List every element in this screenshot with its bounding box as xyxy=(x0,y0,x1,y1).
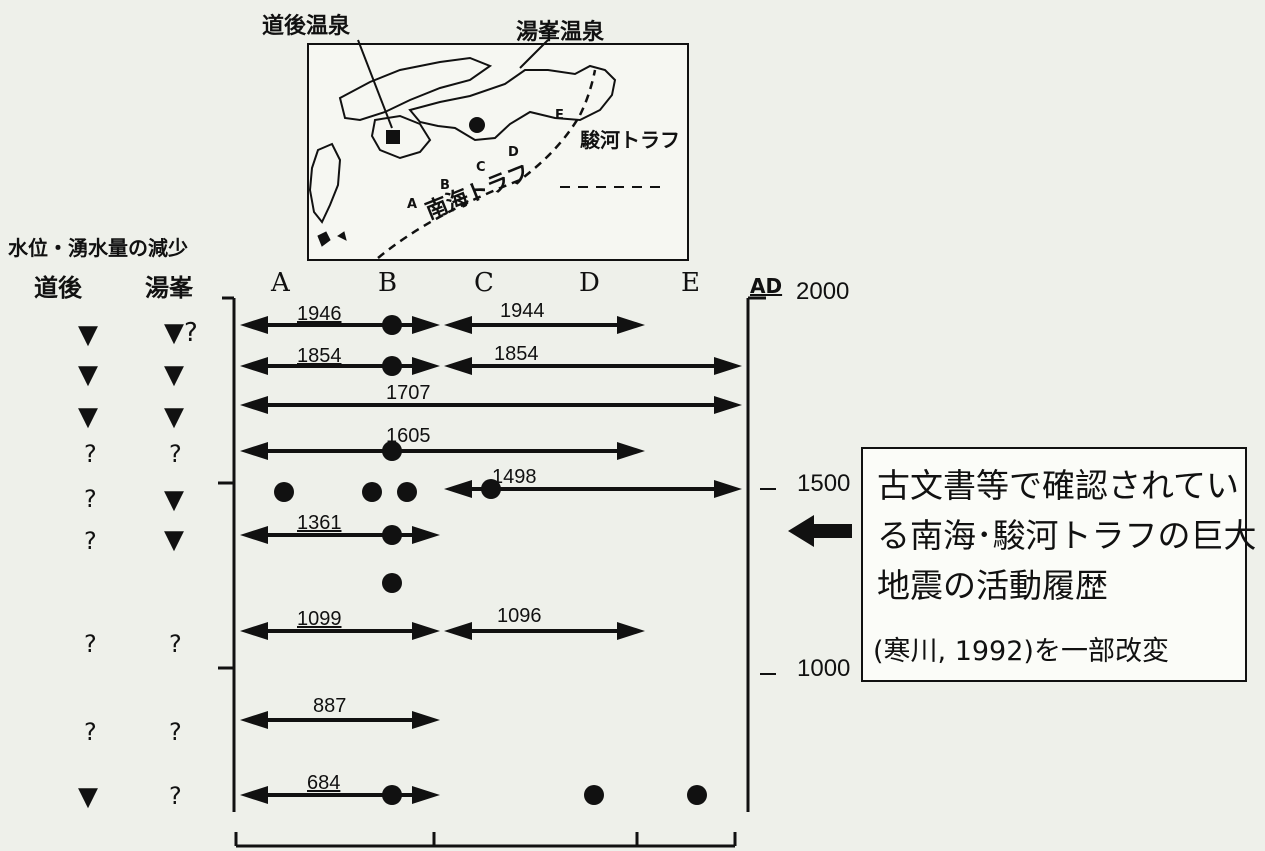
yunomine-mark-1099: ? xyxy=(169,630,182,658)
dogo-mark-1605: ? xyxy=(84,440,97,468)
dot-1498-b1 xyxy=(362,482,382,502)
yunomine-mark-684: ? xyxy=(169,782,182,810)
segment-header-e: E xyxy=(681,268,700,298)
span-label-1096: 1096 xyxy=(497,605,542,627)
span-label-1605: 1605 xyxy=(386,425,431,447)
dogo-leader xyxy=(357,39,393,129)
decrease-title: 水位・湧水量の減少 xyxy=(8,236,188,260)
yunomine-mark-1946: ▼? xyxy=(164,318,198,348)
dot-1946-b xyxy=(382,315,402,335)
nankai-trough-line xyxy=(377,114,582,259)
caption-box: 古文書等で確認されてい る南海･駿河トラフの巨大 地震の活動履歴 (寒川, 19… xyxy=(861,447,1257,682)
axis-tick-2000: 2000 xyxy=(796,278,850,305)
dot-1854-b xyxy=(382,356,402,376)
segment-header-c: C xyxy=(474,268,494,298)
coastline-honshu xyxy=(338,56,493,122)
span-arrow-1944 xyxy=(444,316,645,334)
caption-line-1: 古文書等で確認されてい xyxy=(877,466,1240,505)
yunomine-mark-1854: ▼ xyxy=(164,360,184,390)
span-arrow-1707 xyxy=(240,396,742,414)
span-label-1498: 1498 xyxy=(492,466,537,488)
span-label-887: 887 xyxy=(313,695,347,717)
caption-citation: (寒川, 1992)を一部改変 xyxy=(873,636,1169,667)
span-label-1099: 1099 xyxy=(297,608,342,630)
dot-1605-b xyxy=(382,441,402,461)
yunomine-mark-1498: ▼ xyxy=(164,485,184,515)
dot-1498-a xyxy=(274,482,294,502)
yunomine-mark-1707: ▼ xyxy=(164,402,184,432)
rupture-marks xyxy=(240,315,742,805)
map-label-suruga-trough: 駿河トラフ xyxy=(580,128,680,152)
dot-isolated-b xyxy=(382,573,402,593)
segment-header-b: B xyxy=(378,268,398,298)
dogo-mark-1707: ▼ xyxy=(78,402,98,432)
span-arrow-887 xyxy=(240,711,440,729)
dot-684-e xyxy=(687,785,707,805)
map-segment-c: C xyxy=(476,160,486,175)
coastline-kyushu xyxy=(308,142,342,224)
dogo-mark-1498: ? xyxy=(84,485,97,513)
caption-line-3: 地震の活動履歴 xyxy=(877,566,1108,605)
map-label-yunomine-onsen: 湯峯温泉 xyxy=(516,20,605,45)
dogo-mark-887: ? xyxy=(84,718,97,746)
caption-line-2: る南海･駿河トラフの巨大 xyxy=(877,516,1257,555)
left-arrow-icon xyxy=(788,515,852,547)
map-segment-d: D xyxy=(508,145,519,160)
coastline-islands xyxy=(317,231,347,247)
span-arrow-1605 xyxy=(240,442,645,460)
axis-tick-1000: 1000 xyxy=(797,655,851,682)
dot-1361-b xyxy=(382,525,402,545)
col-header-dogo: 道後 xyxy=(34,274,82,302)
dot-684-b xyxy=(382,785,402,805)
span-label-1854b: 1854 xyxy=(494,343,539,365)
yunomine-marker xyxy=(469,117,485,133)
dot-684-d xyxy=(584,785,604,805)
map-label-dogo-onsen: 道後温泉 xyxy=(262,14,351,39)
span-arrow-1099 xyxy=(240,622,440,640)
span-label-1361: 1361 xyxy=(297,512,342,534)
segment-header-d: D xyxy=(579,268,600,298)
dogo-mark-1361: ? xyxy=(84,527,97,555)
axis-tick-1500: 1500 xyxy=(797,470,851,497)
yunomine-mark-1361: ▼ xyxy=(164,525,184,555)
axis-unit-ad: AD xyxy=(750,274,783,298)
dogo-marker xyxy=(386,130,400,144)
map-segment-e: E xyxy=(555,108,564,123)
coastline-kii xyxy=(408,64,617,142)
map-segment-b: B xyxy=(440,178,450,193)
span-arrow-1498 xyxy=(444,480,742,498)
dogo-mark-1946: ▼ xyxy=(78,320,98,350)
map-frame xyxy=(307,43,689,261)
span-label-684: 684 xyxy=(307,772,341,794)
dot-1498-b2 xyxy=(397,482,417,502)
yunomine-mark-887: ? xyxy=(169,718,182,746)
dogo-mark-1099: ? xyxy=(84,630,97,658)
yunomine-mark-1605: ? xyxy=(169,440,182,468)
dogo-mark-684: ▼ xyxy=(78,782,98,812)
span-label-1707: 1707 xyxy=(386,382,431,404)
dogo-mark-1854: ▼ xyxy=(78,360,98,390)
span-arrow-1096 xyxy=(444,622,645,640)
yunomine-leader xyxy=(519,39,549,69)
span-label-1854a: 1854 xyxy=(297,345,342,367)
segment-header-a: A xyxy=(271,268,290,298)
span-label-1944: 1944 xyxy=(500,300,545,322)
dot-1498-c xyxy=(481,479,501,499)
span-arrow-1854b xyxy=(444,357,742,375)
col-header-yunomine: 湯峯 xyxy=(145,274,193,302)
coastline-shikoku xyxy=(370,114,432,160)
suruga-trough-line xyxy=(578,69,597,116)
span-label-1946: 1946 xyxy=(297,303,342,325)
map-segment-a: A xyxy=(407,197,418,212)
